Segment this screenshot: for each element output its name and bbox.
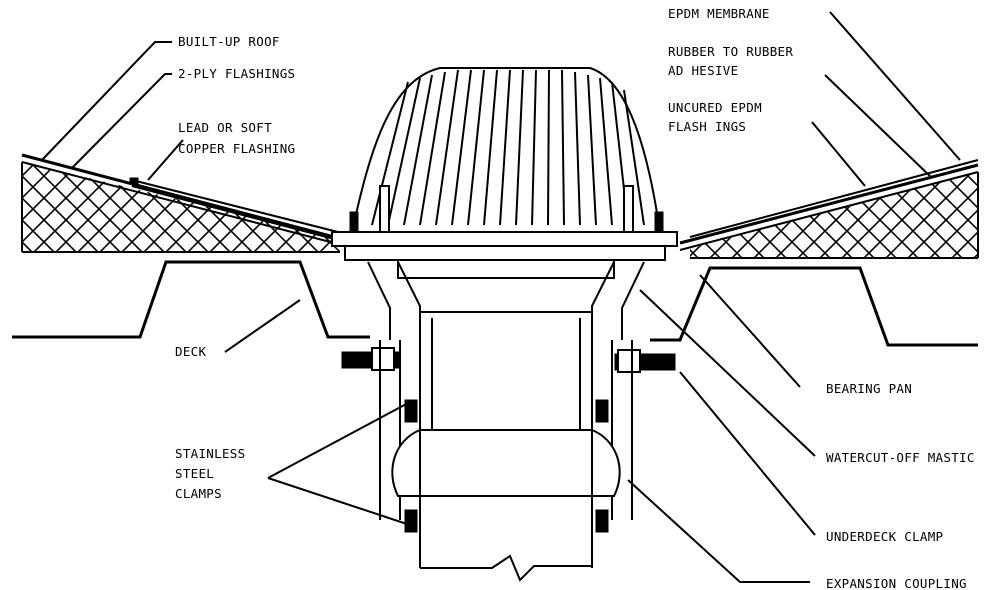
label-built-up-roof: BUILT-UP ROOF [178,34,280,49]
label-water-cutoff-mastic: WATERCUT-OFF MASTIC [826,450,975,465]
drain-pipe [419,311,593,431]
label-rubber-to-rubber-line2: AD HESIVE [668,63,738,78]
lower-pipe [419,496,593,582]
label-2-ply-flashings: 2-PLY FLASHINGS [178,66,295,81]
label-stainless-line3: CLAMPS [175,486,222,501]
label-epdm-membrane: EPDM MEMBRANE [668,6,770,21]
left-membrane-flashing [21,153,339,245]
label-bearing-pan: BEARING PAN [826,381,912,396]
left-steel-deck [12,260,370,339]
label-uncured-epdm-line2: FLASH INGS [668,119,746,134]
label-expansion-coupling: EXPANSION COUPLING [826,576,967,590]
clamping-ring [331,231,678,279]
label-stainless-line2: STEEL [175,466,214,481]
expansion-coupling-body [391,399,621,533]
label-deck: DECK [175,344,206,359]
right-membrane-flashing [679,159,979,251]
label-lead-or-soft-line1: LEAD OR SOFT [178,120,272,135]
leader-lines [41,11,961,583]
label-lead-or-soft-line2: COPPER FLASHING [178,141,295,156]
right-roof-insulation [690,172,979,259]
drain-dome-strainer [350,67,662,233]
dome-bolts [349,185,664,237]
label-rubber-to-rubber-line1: RUBBER TO RUBBER [668,44,793,59]
underdeck-clamp-parts [341,340,676,520]
right-steel-deck [650,266,978,347]
label-uncured-epdm-line1: UNCURED EPDM [668,100,762,115]
label-underdeck-clamp: UNDERDECK CLAMP [826,529,943,544]
label-stainless-line1: STAINLESS [175,446,245,461]
